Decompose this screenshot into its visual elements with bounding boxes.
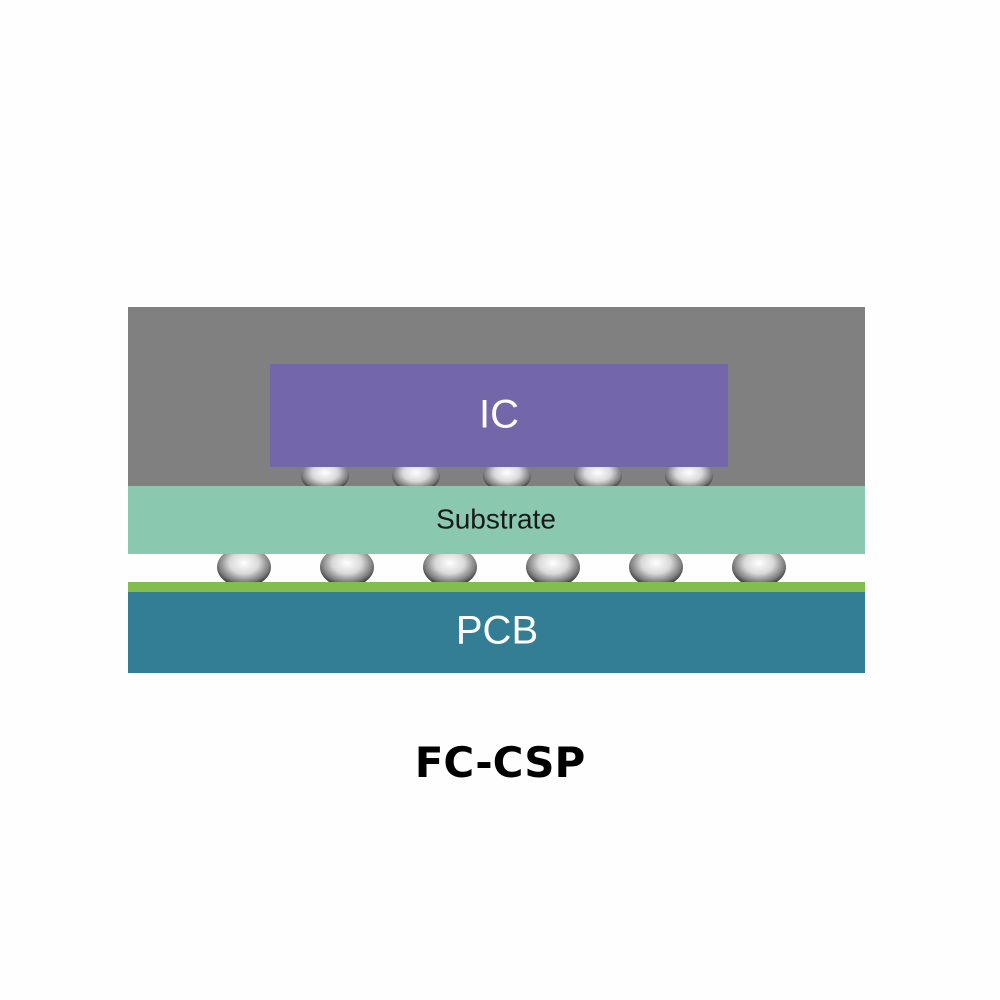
bga-solder-ball [629, 554, 683, 582]
bga-solder-ball [320, 554, 374, 582]
ic-solder-bump [392, 467, 440, 486]
ic-solder-bump [301, 467, 349, 486]
substrate-label: Substrate [436, 503, 556, 534]
pcb-label: PCB [456, 609, 538, 653]
ic-label: IC [479, 393, 519, 437]
bga-ball-row [217, 554, 786, 582]
bga-solder-ball [732, 554, 786, 582]
solder-mask-strip [128, 582, 865, 592]
bga-solder-ball [217, 554, 271, 582]
pcb [128, 592, 865, 673]
package-type-caption: FC-CSP [414, 738, 586, 787]
ic-die [270, 364, 728, 467]
ic-solder-bump [574, 467, 622, 486]
bga-solder-ball [423, 554, 477, 582]
substrate [128, 486, 865, 554]
ic-solder-bump [483, 467, 531, 486]
ic-bump-row [301, 467, 713, 486]
ic-solder-bump [665, 467, 713, 486]
bga-solder-ball [526, 554, 580, 582]
